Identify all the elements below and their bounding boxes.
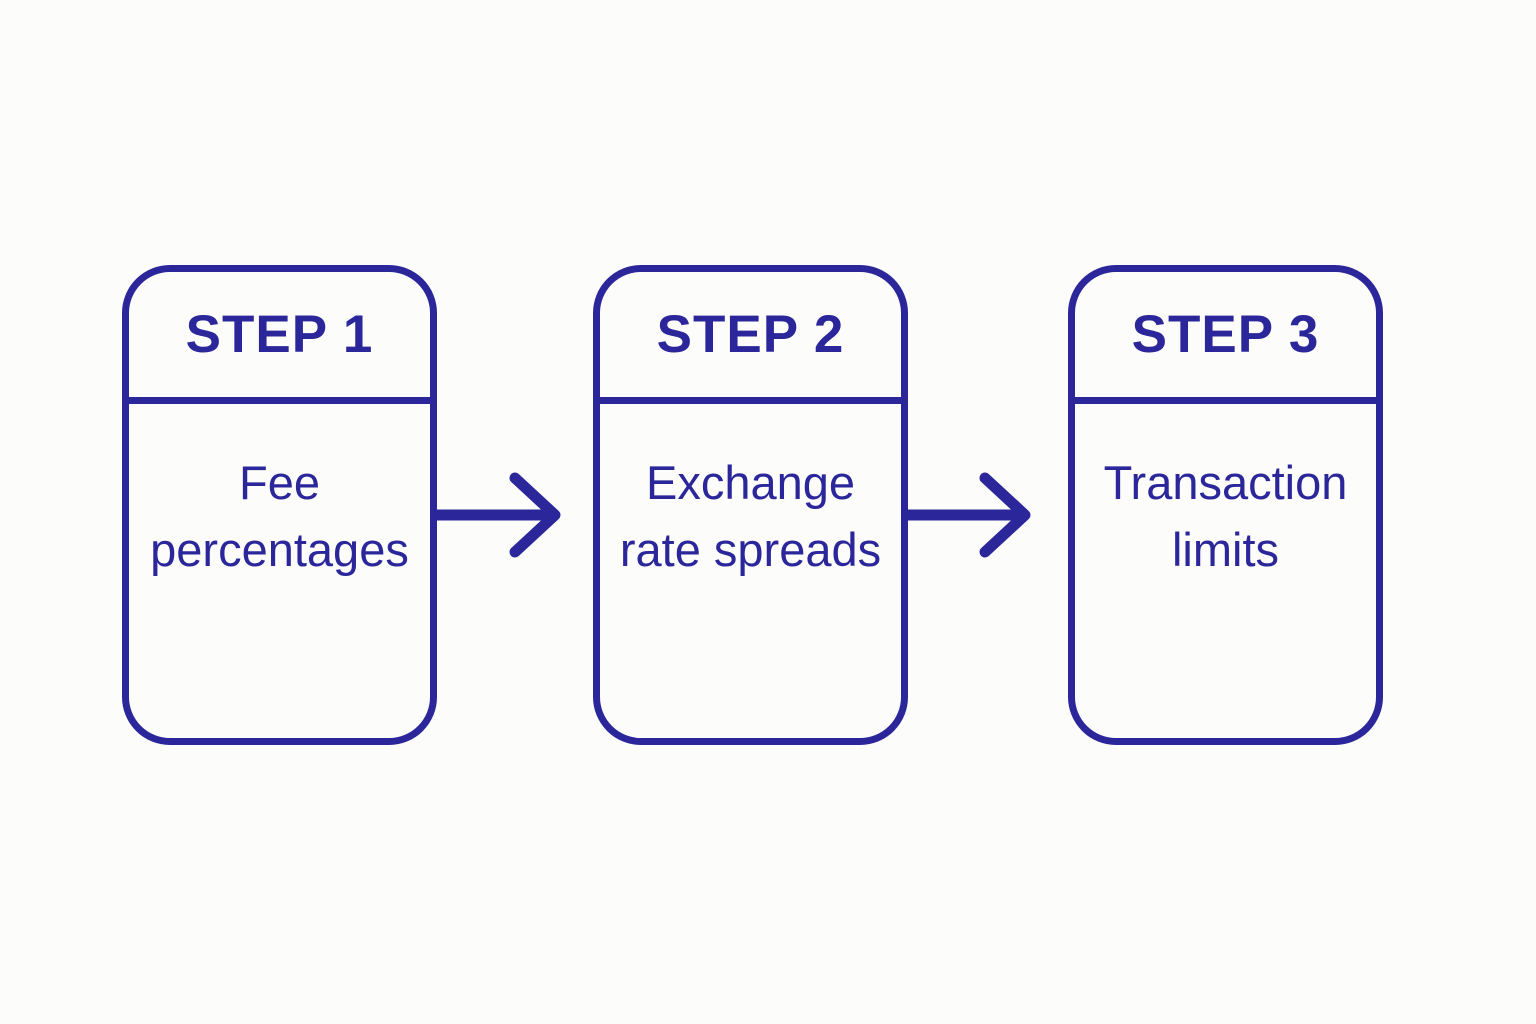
step-1-header: STEP 1 — [129, 272, 430, 404]
step-1-body: Fee percentages — [129, 404, 430, 738]
step-2-header-label: STEP 2 — [656, 305, 845, 364]
step-card-3: STEP 3 Transaction limits — [1068, 265, 1383, 745]
step-3-body: Transaction limits — [1075, 404, 1376, 738]
step-2-header: STEP 2 — [600, 272, 901, 404]
step-3-body-label: Transaction limits — [1103, 456, 1348, 576]
step-2-body-label: Exchange rate spreads — [619, 456, 882, 576]
step-card-1: STEP 1 Fee percentages — [122, 265, 437, 745]
arrow-right-icon — [433, 463, 565, 567]
step-1-header-label: STEP 1 — [185, 305, 374, 364]
step-1-body-label: Fee percentages — [150, 456, 409, 576]
step-2-body: Exchange rate spreads — [600, 404, 901, 738]
arrow-right-icon — [903, 463, 1035, 567]
step-3-header-label: STEP 3 — [1131, 305, 1320, 364]
step-card-2: STEP 2 Exchange rate spreads — [593, 265, 908, 745]
step-3-header: STEP 3 — [1075, 272, 1376, 404]
